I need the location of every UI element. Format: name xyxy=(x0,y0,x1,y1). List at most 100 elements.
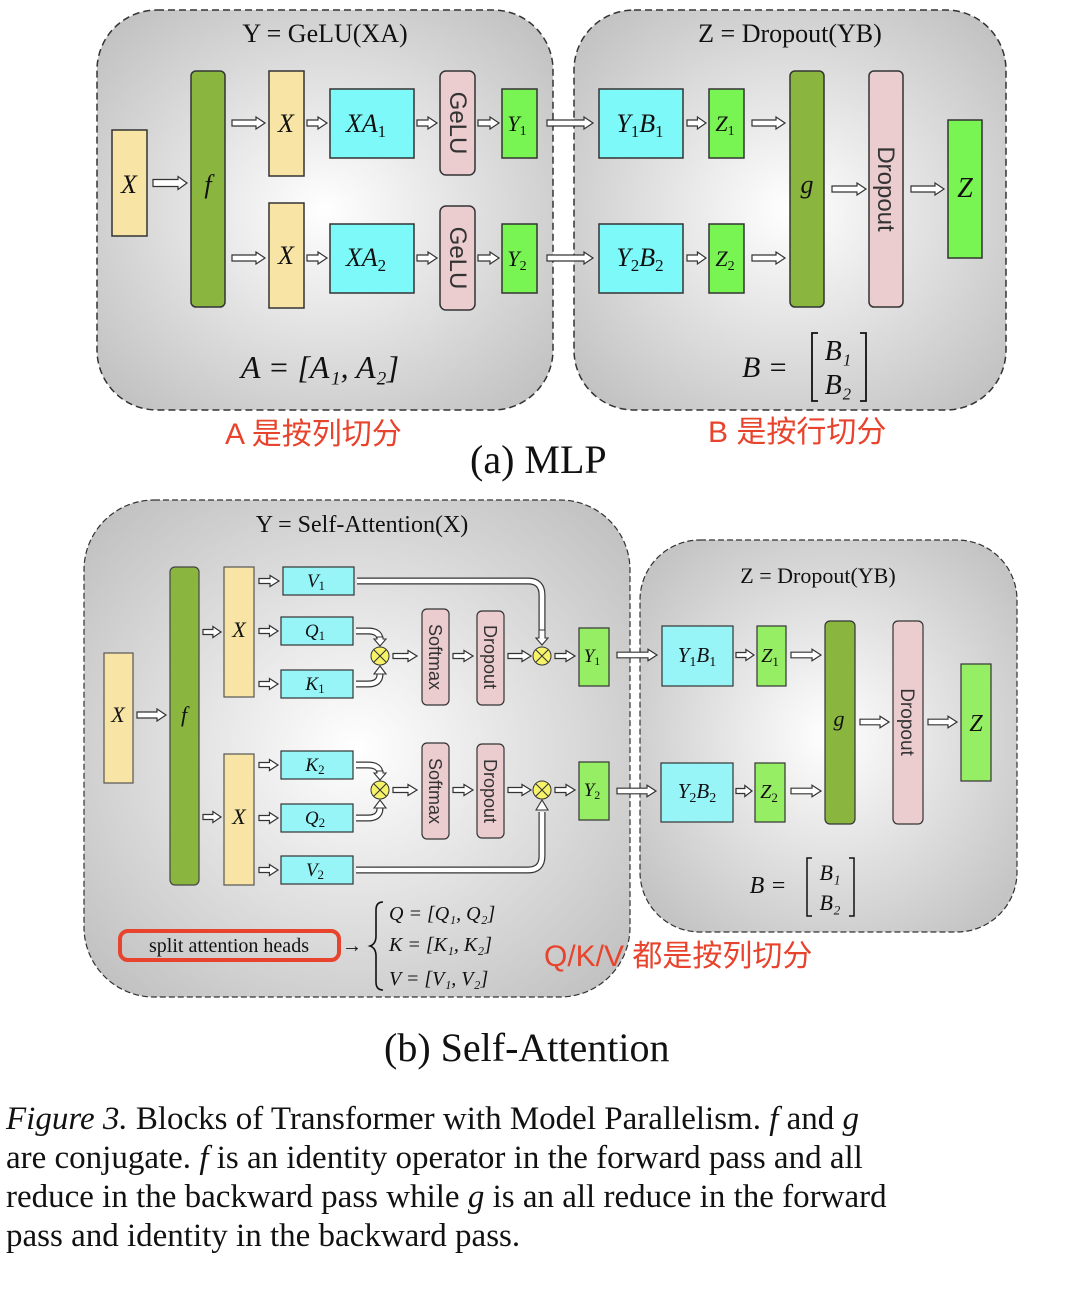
attention-diagram: Y = Self-Attention(X) Z = Dropout(YB) X … xyxy=(83,499,1018,998)
caption-text: are conjugate. xyxy=(6,1140,192,1176)
split-eq-k: K = [K₁, K₂] xyxy=(388,934,492,956)
attn-b-row1: B₁ xyxy=(819,860,840,885)
attn-head1-k-label: K1 xyxy=(304,674,324,696)
attn-row1-z xyxy=(756,625,787,687)
attn-head2-v-label: V2 xyxy=(306,860,324,882)
arrow-right-icon xyxy=(616,784,658,798)
attn-g-operator xyxy=(824,620,856,825)
mlp-row1-yb-label: Y1B1 xyxy=(616,109,663,141)
mlp-row2-x xyxy=(268,202,305,309)
arrow-right-icon xyxy=(416,115,439,131)
caption-g-symbol: g xyxy=(467,1179,485,1215)
mlp-row1-z xyxy=(708,88,745,159)
mlp-b-row2: B₂ xyxy=(825,370,852,401)
arrow-right-icon xyxy=(790,784,823,798)
caption-text: is an identity operator in the forward p… xyxy=(216,1140,863,1176)
attn-row2-yb xyxy=(660,762,734,823)
attn-head2-v xyxy=(280,855,354,885)
arrow-right-icon xyxy=(735,784,753,798)
mlp-row2-matmul xyxy=(329,223,415,294)
figure-caption: Figure 3. Blocks of Transformer with Mod… xyxy=(6,1100,1090,1256)
arrow-right-icon xyxy=(790,648,823,662)
arrow-right-icon xyxy=(477,115,501,131)
arrow-right-icon xyxy=(831,181,868,197)
mlp-a-split-equation: A = [A₁, A₂] xyxy=(239,349,399,385)
flow-arrows xyxy=(136,115,959,877)
caption-text: reduce in the backward pass while xyxy=(6,1179,460,1215)
split-eq-v: V = [V₁, V₂] xyxy=(389,968,488,990)
arrow-right-icon xyxy=(258,677,280,691)
arrow-right-icon xyxy=(306,115,329,131)
q2-connector xyxy=(356,807,383,821)
arrow-right-icon xyxy=(751,250,787,266)
attn-row1-z-label: Z1 xyxy=(761,645,779,669)
attn-head2-x xyxy=(223,753,255,886)
arrow-right-icon xyxy=(202,810,223,824)
arrow-right-icon xyxy=(392,783,419,797)
arrow-right-icon xyxy=(751,115,787,131)
mlp-b-row1: B₁ xyxy=(825,336,852,367)
arrow-right-icon xyxy=(258,624,280,638)
attn-head1-dropout-label: Dropout xyxy=(480,625,500,689)
mlp-row2-gelu-label: GeLU xyxy=(444,227,471,290)
caption-f-symbol: f xyxy=(199,1140,209,1176)
mlp-g-operator xyxy=(789,70,825,308)
arrow-right-icon: → xyxy=(342,935,362,957)
caption-g-symbol: g xyxy=(842,1101,860,1137)
mlp-g-label: g xyxy=(801,170,814,199)
arrow-right-icon xyxy=(616,648,659,662)
attn-row1-yb xyxy=(661,625,734,687)
attn-head1-k xyxy=(280,669,354,699)
arrow-right-icon xyxy=(152,175,189,191)
mlp-row2-yb xyxy=(598,223,684,294)
arrow-up-icon xyxy=(535,798,549,811)
attn-head1-q-label: Q1 xyxy=(305,621,325,643)
v2-connector xyxy=(356,812,545,873)
arrow-right-icon xyxy=(231,250,267,266)
arrow-right-icon xyxy=(735,648,756,662)
attn-g-label: g xyxy=(834,706,845,731)
attn-head1-dropout xyxy=(476,610,505,706)
arrow-right-icon xyxy=(507,783,533,797)
arrow-right-icon xyxy=(686,115,708,131)
mlp-b-split-lhs: B = xyxy=(742,351,788,384)
arrow-right-icon xyxy=(546,115,595,131)
attn-f-operator xyxy=(169,566,200,886)
mlp-f-label: f xyxy=(204,170,215,199)
arrow-right-icon xyxy=(416,250,439,266)
mlp-diagram: Y = GeLU(XA) Z = Dropout(YB) X f X XA1 G… xyxy=(96,9,1007,451)
mlp-row1-gelu-label: GeLU xyxy=(444,92,471,155)
attn-head1-x-label: X xyxy=(231,617,247,642)
v1-connector xyxy=(357,578,545,636)
arrow-down-icon xyxy=(372,636,388,647)
arrow-right-icon xyxy=(452,783,475,797)
attn-head2-softmax xyxy=(421,742,450,840)
attn-head1-q xyxy=(280,616,354,646)
mlp-row2-matmul-label: XA2 xyxy=(345,243,386,275)
mlp-row1-z-label: Z1 xyxy=(715,111,734,139)
mlp-row1-matmul-label: XA1 xyxy=(345,109,386,141)
arrow-right-icon xyxy=(258,758,280,772)
mlp-dropout xyxy=(868,70,904,308)
attn-head1-softmax-label: Softmax xyxy=(425,624,445,690)
split-attention-heads-label: split attention heads xyxy=(149,935,309,957)
mlp-b-matrix-brackets xyxy=(811,332,867,402)
left-brace-icon xyxy=(367,901,384,991)
arrow-right-icon xyxy=(554,783,577,797)
attn-dropout-label: Dropout xyxy=(896,688,917,756)
attn-head2-q-label: Q2 xyxy=(305,808,325,830)
mlp-output-z-label: Z xyxy=(957,173,973,204)
arrow-right-icon xyxy=(927,715,959,729)
attn-head2-dropout xyxy=(476,743,505,839)
arrow-down-icon xyxy=(372,770,388,781)
split-attention-heads-highlight xyxy=(118,929,341,962)
mlp-row2-z-label: Z2 xyxy=(715,246,734,274)
arrow-right-icon xyxy=(477,250,501,266)
attn-row2-z xyxy=(754,762,786,823)
arrow-right-icon xyxy=(258,574,281,588)
mlp-row2-gelu xyxy=(439,205,476,311)
arrow-right-icon xyxy=(910,181,946,197)
attn-head1-y xyxy=(578,627,610,687)
caption-figure-label: Figure 3. xyxy=(6,1101,128,1137)
mlp-row2-z xyxy=(708,223,745,294)
